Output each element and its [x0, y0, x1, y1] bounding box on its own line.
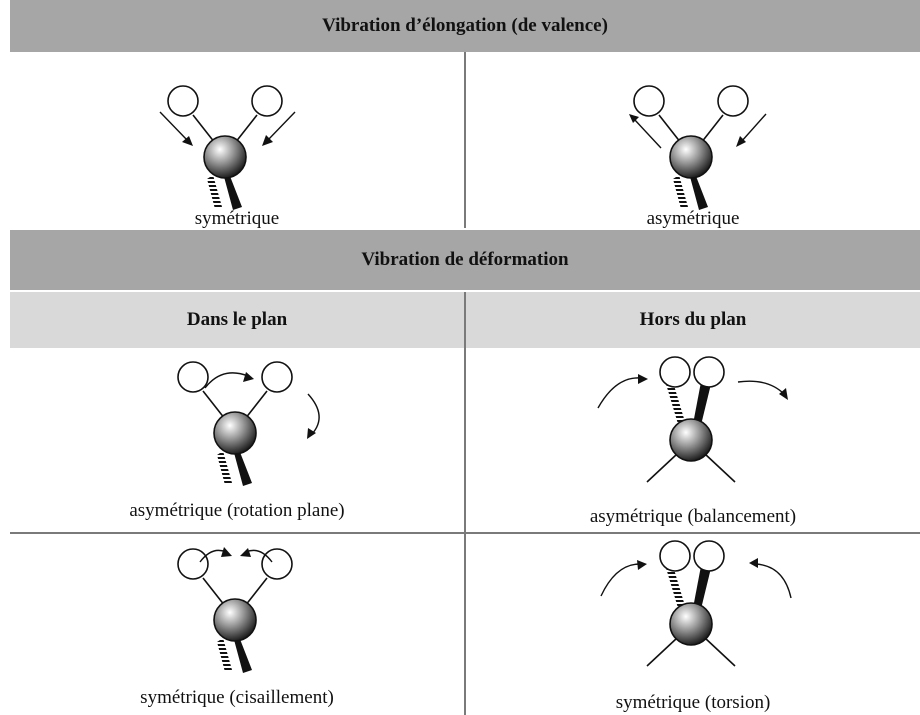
inplane-scissoring-caption: symétrique (cisaillement) — [140, 687, 334, 708]
stretch-asymmetric-cell: asymétrique — [466, 52, 920, 229]
outplane-wagging-cell: asymétrique (balancement) — [466, 348, 920, 532]
row-divider-deformation — [10, 532, 920, 534]
column-divider-deformation — [464, 292, 466, 715]
stretch-asymmetric-caption: asymétrique — [646, 208, 740, 229]
deformation-header: Vibration de déformation — [10, 230, 920, 290]
in-plane-header-title: Dans le plan — [186, 309, 288, 330]
outplane-wagging-diagram — [597, 356, 788, 483]
stretching-header: Vibration d’élongation (de valence) — [10, 0, 920, 52]
stretch-asymmetric-diagram — [629, 85, 767, 211]
stretch-symmetric-cell: symétrique — [10, 52, 464, 229]
stretch-symmetric-diagram — [159, 85, 296, 211]
outplane-twisting-cell: symétrique (torsion) — [466, 534, 920, 715]
stretch-symmetric-caption: symétrique — [194, 208, 280, 229]
stretching-header-title: Vibration d’élongation (de valence) — [322, 15, 608, 36]
outplane-wagging-caption: asymétrique (balancement) — [589, 506, 797, 527]
column-divider-stretching — [464, 52, 466, 228]
inplane-scissoring-diagram — [177, 547, 293, 674]
outplane-twisting-diagram — [600, 540, 792, 667]
out-of-plane-header: Hors du plan — [466, 292, 920, 348]
inplane-rocking-cell: asymétrique (rotation plane) — [10, 348, 464, 532]
inplane-rocking-diagram — [177, 361, 320, 487]
deformation-header-title: Vibration de déformation — [361, 249, 569, 270]
inplane-rocking-caption: asymétrique (rotation plane) — [129, 500, 345, 521]
in-plane-header: Dans le plan — [10, 292, 464, 348]
inplane-scissoring-cell: symétrique (cisaillement) — [10, 534, 464, 715]
outplane-twisting-caption: symétrique (torsion) — [615, 692, 771, 713]
out-of-plane-header-title: Hors du plan — [639, 309, 747, 330]
